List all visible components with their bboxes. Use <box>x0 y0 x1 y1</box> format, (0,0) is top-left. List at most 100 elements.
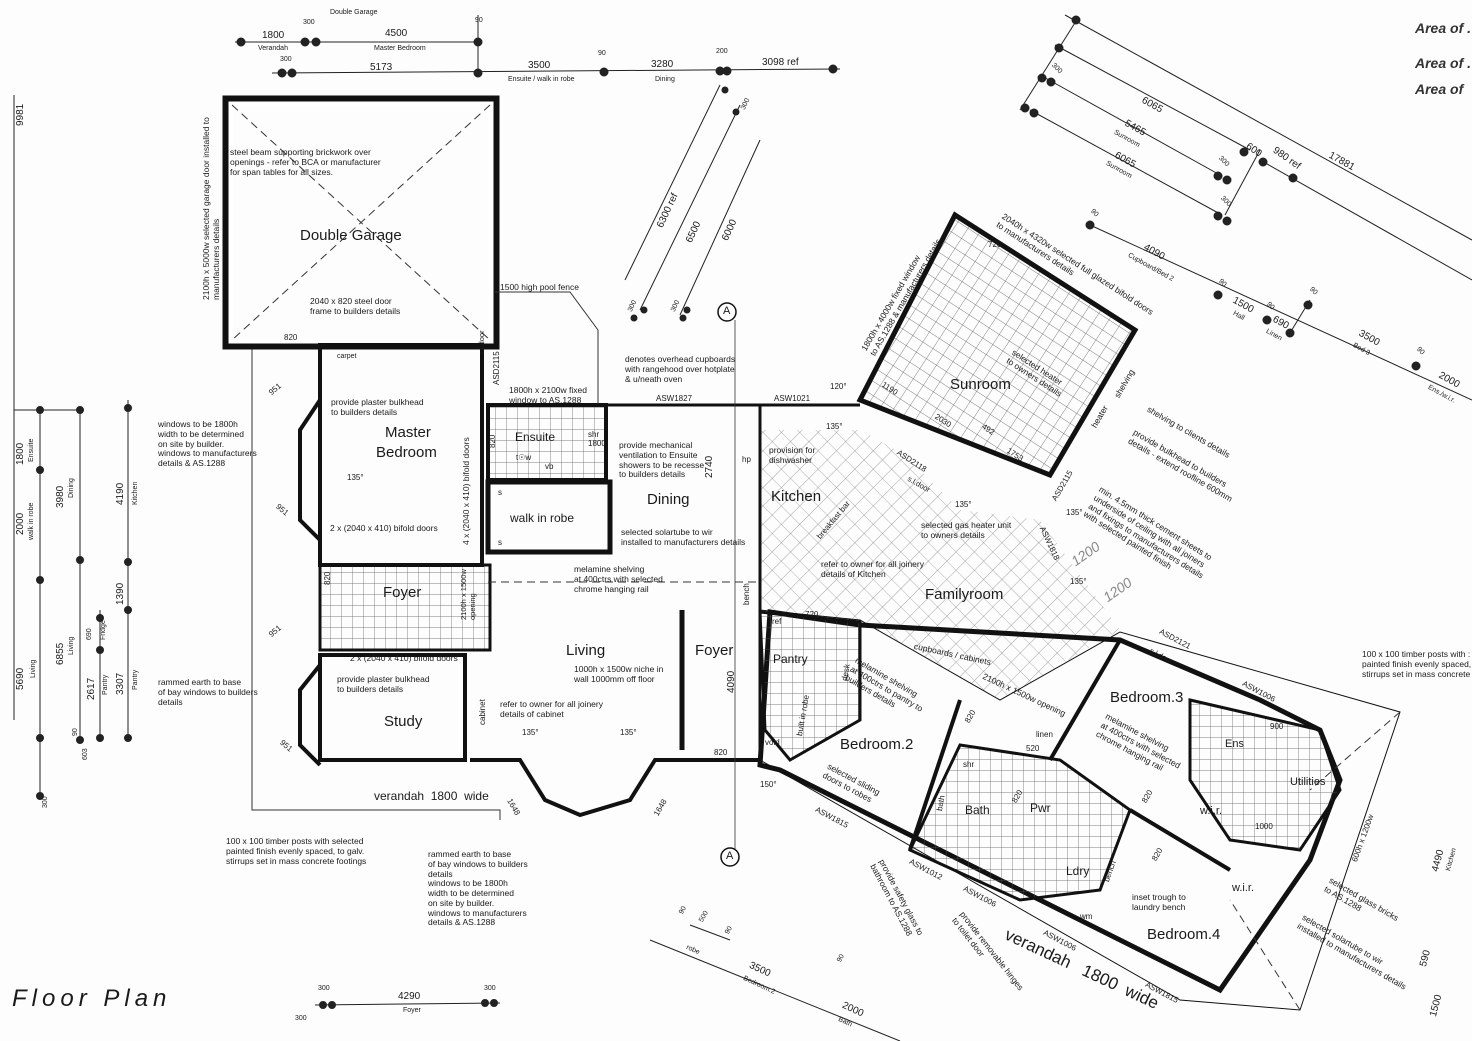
dimension-label: Fridge <box>100 620 107 640</box>
note-windows-left: windows to be 1800h width to be determin… <box>158 419 257 469</box>
note-kitchen-joinery: refer to owner for all joinery details o… <box>821 559 924 579</box>
linen-label: linen <box>1036 730 1053 739</box>
room-label-foyer: Foyer <box>695 642 734 659</box>
room-label-kitchen: Kitchen <box>771 488 822 505</box>
note-rammed-earth-bay: rammed earth to base of bay windows to b… <box>428 849 528 928</box>
door-type-label: s.l.door <box>477 330 486 355</box>
room-label-bath: Bath <box>965 803 990 817</box>
room-label-bedroom3: Bedroom.3 <box>1110 689 1184 706</box>
dimension-label: 1390 <box>115 582 126 605</box>
room-label-utilities: Utilities <box>1290 776 1326 788</box>
room-label-study: Study <box>384 713 423 730</box>
note-cabinet-joinery: refer to owner for all joinery details o… <box>500 699 603 719</box>
door-width-label: 820 <box>488 434 497 448</box>
angle-label: 135° <box>347 473 364 482</box>
note-bulkhead-study: provide plaster bulkhead to builders det… <box>337 674 430 694</box>
door-width-label: 820 <box>714 748 728 757</box>
shelf-label: s <box>498 488 502 497</box>
dimension-label: Verandah <box>258 45 288 52</box>
dimension-label: 9981 <box>15 103 26 126</box>
note-trough: inset trough to laundry bench <box>1132 892 1186 912</box>
dimension-label: Foyer <box>403 1007 421 1014</box>
room-label-sunroom: Sunroom <box>950 376 1011 393</box>
note-bifold-master: 2 x (2040 x 410) bifold doors <box>330 523 438 533</box>
dimension-label: Master Bedroom <box>374 45 426 52</box>
opening-width-label: 520 <box>1026 744 1040 753</box>
dimension-label: 5173 <box>370 62 393 73</box>
area-label: Area of . <box>1415 20 1472 36</box>
angle-label: 150° <box>760 780 777 789</box>
section-marker-top: A <box>723 305 731 317</box>
window-code: ASD2115 <box>492 351 501 385</box>
dimension-label: 300 <box>42 796 49 808</box>
top-right-dimension-lines <box>1019 14 1472 401</box>
fridge-label: ref <box>772 617 782 626</box>
dimension-label: 300 <box>280 56 292 63</box>
dimension-label: 90 <box>598 50 606 57</box>
room-label-living: Living <box>566 642 606 659</box>
dimension-label: Living <box>68 636 75 655</box>
angle-label: 135° <box>955 500 972 509</box>
room-label-bedroom4: Bedroom.4 <box>1147 926 1221 943</box>
dimension-label: 6855 <box>55 642 66 665</box>
dimension-label: Double Garage <box>330 9 378 16</box>
dimension-label: Living <box>30 659 37 678</box>
note-dishwasher: provision for dishwasher <box>769 445 816 465</box>
dimension-label: 4500 <box>385 28 408 39</box>
note-bifold-wir: 4 x (2040 x 410) bifold doors <box>461 437 471 545</box>
bottom-dimension-lines <box>314 924 901 1041</box>
note-gas-heater: selected gas heater unit to owners detai… <box>921 520 1012 540</box>
dimension-label: 2617 <box>86 677 97 700</box>
room-label-master: Bedroom <box>376 444 437 461</box>
note-bulkhead-master: provide plaster bulkhead to builders det… <box>331 397 424 417</box>
shower-label: shr 1800 <box>588 430 606 449</box>
note-timber-posts: 100 x 100 timber posts with selected pai… <box>226 836 367 866</box>
shelf-label: s <box>498 538 502 547</box>
note-niche: 1000h x 1500w niche in wall 1000mm off f… <box>574 664 664 684</box>
opening-width-label: 720 <box>988 240 1002 249</box>
note-timber-posts-right: 100 x 100 timber posts with : painted fi… <box>1362 649 1472 679</box>
angle-label: 135° <box>826 422 843 431</box>
dimension-label: 300 <box>318 985 330 992</box>
dimension-label: 690 <box>86 628 93 640</box>
note-garage-door: 2100h x 5000w selected garage door insta… <box>201 117 221 300</box>
angle-label: 135° <box>522 728 539 737</box>
dimension-label: 1800 <box>262 30 285 41</box>
room-label-wir: w.i.r. <box>1200 805 1223 817</box>
room-label-verandah: verandah 1800 wide <box>374 789 489 803</box>
bench-label: bench <box>742 583 751 605</box>
dimension-label: 300 <box>295 1015 307 1022</box>
room-label-bedroom2: Bedroom.2 <box>840 736 914 753</box>
dimension-label: 603 <box>82 748 89 760</box>
note-overhead-cupboards: denotes overhead cupboards with rangehoo… <box>625 354 736 384</box>
note-pool-fence: 1500 high pool fence <box>500 282 579 292</box>
room-label-wir: walk in robe <box>510 511 575 525</box>
dimension-label: 3098 ref <box>762 57 799 68</box>
window-code: ASW1827 <box>656 394 693 403</box>
dimension-label: Ensuite / walk in robe <box>508 76 575 83</box>
note-rammed-earth: rammed earth to base of bay windows to b… <box>158 677 258 707</box>
room-label-dining: Dining <box>647 491 690 508</box>
top-dimension-lines <box>235 15 841 78</box>
angle-label: 120° <box>830 382 847 391</box>
note-foyer-opening: 2100h x 1500w opening <box>459 569 477 620</box>
dimension-label: 4190 <box>115 482 126 505</box>
dimension-label: Pantry <box>102 674 109 695</box>
dimension-label: Dining <box>655 76 675 83</box>
dimension-label: 300 <box>303 19 315 26</box>
note-melamine: melamine shelving at 400ctrs with select… <box>574 564 663 594</box>
dimension-label: walk in robe <box>28 502 35 540</box>
building-walls <box>222 95 1401 1011</box>
cabinet-label: cabinet <box>478 699 487 725</box>
door-width-label: 820 <box>284 333 298 342</box>
washing-machine-label: wm <box>1080 912 1093 921</box>
section-marker-bottom: A <box>726 850 734 862</box>
dimension-label: 2740 <box>704 455 715 478</box>
room-label-master: Master <box>385 424 431 441</box>
opening-width-label: 720 <box>805 610 819 619</box>
door-width-label: 820 <box>323 571 332 585</box>
shower-label: shr <box>963 760 975 769</box>
room-label-foyer: Foyer <box>383 584 422 601</box>
